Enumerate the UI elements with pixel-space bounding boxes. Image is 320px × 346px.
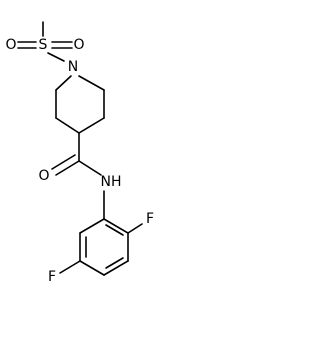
ring-bond-c6-n [55,75,72,91]
bonds [17,21,143,276]
aryl-bond-c4-c5 [79,260,105,276]
bond-sulfur-nitrogen [47,52,65,62]
atom-amide-oxygen: O [38,168,49,184]
atom-sulfur: S [39,37,48,53]
atom-amide-nh: NH [101,174,122,190]
bond-aryl-fluorine-left [59,260,81,274]
aryl-inner-bond-b [105,257,124,269]
atom-labels: S O O N O NH F F [5,37,154,285]
atom-sulfonyl-oxygen-left: O [5,37,16,53]
bond-carbonyl-oxygen-b [51,154,76,170]
bond-carbonyl-oxygen-a [55,160,80,176]
bond-aryl-fluorine-right [127,223,143,234]
ring-bond-c4-c5 [55,117,80,134]
ring-bond-n-c2 [78,75,105,91]
bond-carbonyl-amide-n [78,160,102,176]
molecule-diagram: S O O N O NH F F [0,0,158,346]
ring-bond-c3-c4 [78,117,105,134]
aryl-bond-c6-c1 [79,218,105,234]
aryl-bond-c3-c4 [103,260,129,276]
aryl-inner-bond-a [105,224,124,236]
atom-fluorine-left: F [48,269,56,285]
atom-fluorine-right: F [146,211,154,227]
structure-svg: S O O N O NH F F [5,21,154,285]
aryl-bond-c1-c2 [103,218,129,234]
atom-piperidine-nitrogen: N [68,59,78,75]
atom-sulfonyl-oxygen-right: O [73,37,84,53]
